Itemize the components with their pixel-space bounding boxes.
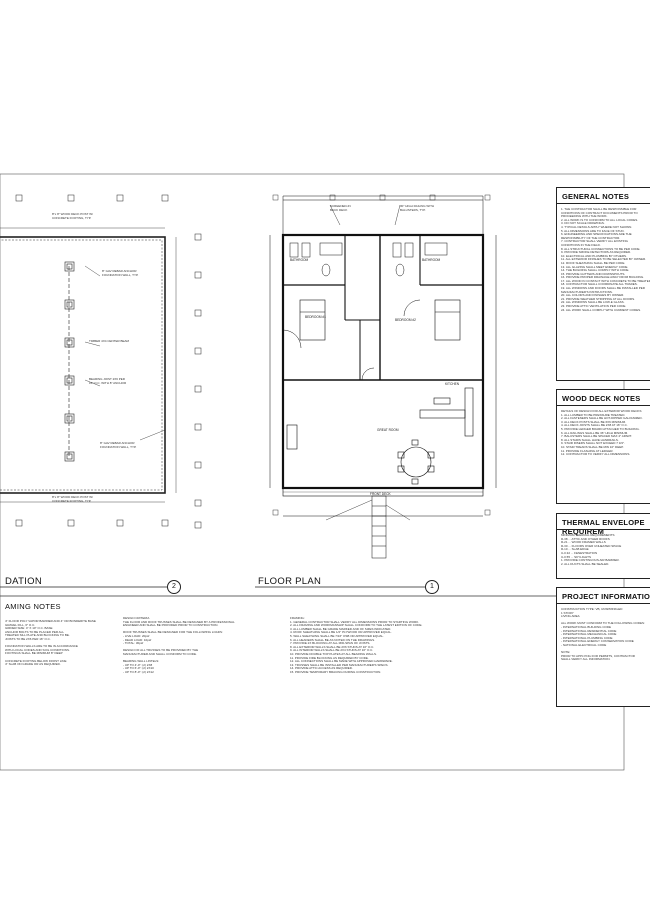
room-label-bathroom-2: BATHROOM [422,258,441,262]
wood-deck-notes-panel: WOOD DECK NOTES DETAILS OF DESIGN FOR AL… [556,389,650,504]
wood-deck-notes-body: DETAILS OF DESIGN FOR ALL EXTERIOR WOOD … [561,409,643,457]
general-notes-body: 1. THE CONTRACTOR SHALL BE RESPONSIBLE F… [561,207,650,312]
wood-deck-notes-title: WOOD DECK NOTES [562,394,641,403]
project-information-panel: PROJECT INFORMATION CONSTRUCTION TYPE: V… [556,587,650,707]
foundation-note: TIMBER 4X4 CENTER BEAM [89,339,130,343]
framing-notes-col-3: FRAMING: 1. GENERAL CONTRACTOR SHALL VER… [290,616,423,674]
room-label-bathroom-1: BATHROOM [290,258,309,262]
general-notes-title: GENERAL NOTES [562,192,630,201]
thermal-envelope-panel: THERMAL ENVELOPE REQUIREM MINIMUM THERMA… [556,513,650,579]
project-information-title: PROJECT INFORMATION [562,592,650,601]
room-label-bedroom-2: BEDROOM #2 [395,318,416,322]
thermal-envelope-body: MINIMUM THERMAL REQUIREMENTS R-38 ... AT… [561,533,622,566]
foundation-note: 8"x 8" WOOD DECK POST W/CONCRETE FOOTING… [52,495,93,503]
thermal-envelope-title: THERMAL ENVELOPE REQUIREM [562,518,645,536]
foundation-note: 8"x 8" WOOD DECK POST W/CONCRETE FOOTING… [52,212,93,220]
framing-notes-title: AMING NOTES [5,602,61,611]
room-label-front-deck: FRONT DECK [370,492,391,496]
detail-bubble-1: 1 [425,580,439,594]
room-label-great-room: GREAT ROOM [377,428,399,432]
foundation-plan-title: DATION [5,576,42,587]
detail-bubble-2: 2 [167,580,181,594]
framing-notes-col-1: 4" FLOOR POLY VAPOR BARRIER AND 4" OR BO… [5,619,96,667]
room-label-bedroom-1: BEDROOM #1 [305,315,326,319]
framing-notes-col-2: DESIGN CRITERIA THE FLOOR AND ROOF TRUSS… [123,616,235,674]
room-label-kitchen: KITCHEN [445,382,459,386]
floor-plan-title: FLOOR PLAN [258,576,322,587]
foundation-plan [0,194,202,529]
floor-plan [269,194,497,559]
project-information-body: CONSTRUCTION TYPE: VB, UNSPRINKLED 1 STO… [561,607,645,662]
general-notes-panel: GENERAL NOTES 1. THE CONTRACTOR SHALL BE… [556,187,650,381]
